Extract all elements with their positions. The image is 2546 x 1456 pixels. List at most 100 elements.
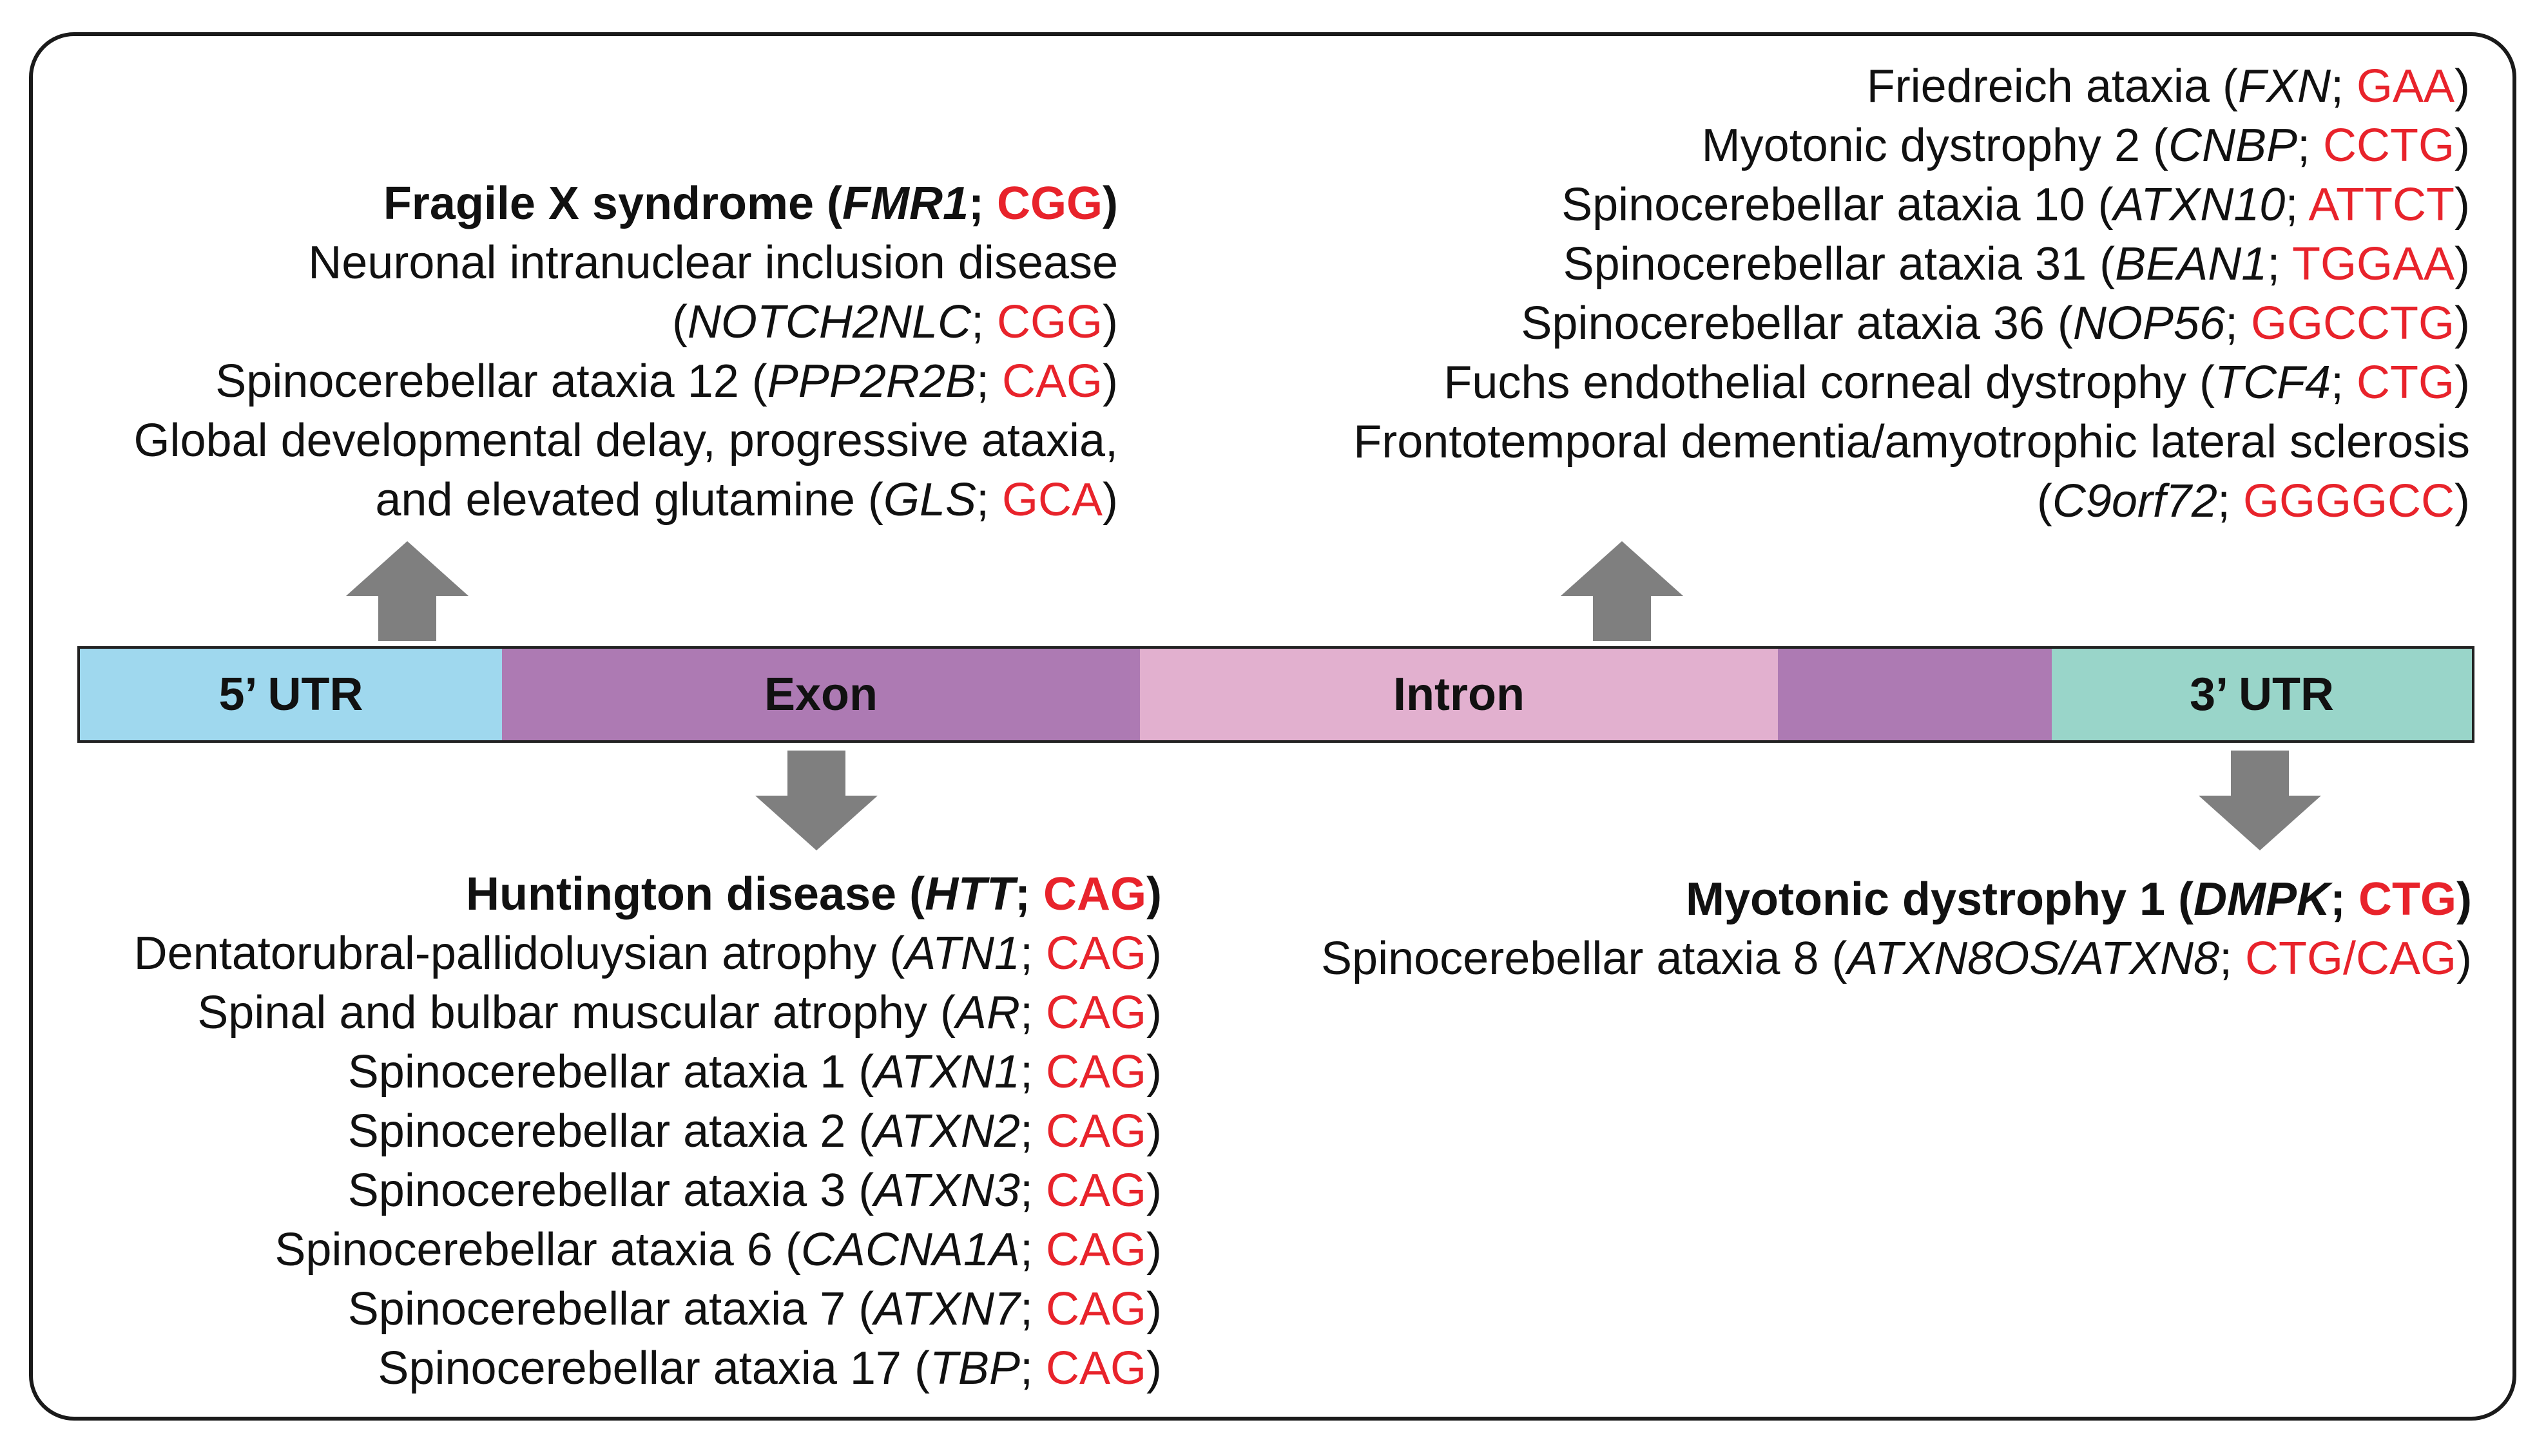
disease-text: ; [976, 474, 1002, 526]
disease-text: Frontotemporal dementia/amyotrophic late… [1353, 416, 2470, 468]
disease-text: Spinocerebellar ataxia 7 ( [347, 1283, 874, 1335]
repeat-motif: CAG [1045, 928, 1147, 979]
intron-label: Intron [1393, 669, 1525, 720]
disease-text: Spinal and bulbar muscular atrophy ( [197, 987, 956, 1039]
gene-name: GLS [883, 474, 976, 526]
disease-text: ) [1146, 928, 1162, 979]
repeat-motif: ATTCT [2308, 179, 2455, 231]
repeat-motif: CAG [1045, 1046, 1147, 1098]
repeat-motif: CCTG [2323, 120, 2455, 171]
disease-text: ; [2330, 874, 2359, 925]
disease-text: Spinocerebellar ataxia 17 ( [378, 1343, 930, 1394]
arrow-down-icon-utr3 [2199, 751, 2321, 850]
utr3-label: 3’ UTR [2189, 669, 2335, 720]
exon-segment: Exon [502, 649, 1140, 740]
disease-text: ; [1019, 1224, 1046, 1276]
utr5-disease-line: Neuronal intranuclear inclusion disease [133, 233, 1118, 292]
utr5-segment: 5’ UTR [80, 649, 502, 740]
intron-segment: Intron [1140, 649, 1778, 740]
disease-text: Myotonic dystrophy 2 ( [1701, 120, 2168, 171]
disease-text: ) [2454, 475, 2470, 527]
gene-name: FMR1 [842, 178, 969, 229]
repeat-motif: CAG [1045, 1283, 1147, 1335]
disease-text: ) [2454, 238, 2470, 290]
disease-text: ; [2297, 120, 2324, 171]
disease-text: ) [1146, 1283, 1162, 1335]
utr5-label: 5’ UTR [218, 669, 363, 720]
gene-name: ATXN2 [874, 1106, 1020, 1157]
exon-disease-line: Spinocerebellar ataxia 17 (TBP; CAG) [134, 1339, 1162, 1398]
disease-text: ; [976, 356, 1002, 407]
exon-disease-line: Spinocerebellar ataxia 7 (ATXN7; CAG) [134, 1279, 1162, 1339]
exon-disease-list: Huntington disease (HTT; CAG)Dentatorubr… [134, 865, 1162, 1398]
disease-text: ) [1103, 178, 1118, 229]
disease-text: ; [2285, 179, 2309, 231]
utr5-disease-line: and elevated glutamine (GLS; GCA) [133, 470, 1118, 530]
utr5-disease-line: Global developmental delay, progressive … [133, 411, 1118, 470]
disease-text: Spinocerebellar ataxia 2 ( [347, 1106, 874, 1157]
exon-disease-line: Dentatorubral-pallidoluysian atrophy (AT… [134, 924, 1162, 983]
utr5-disease-line: Spinocerebellar ataxia 12 (PPP2R2B; CAG) [133, 352, 1118, 411]
repeat-motif: CAG [1045, 1106, 1147, 1157]
intron-disease-line: Fuchs endothelial corneal dystrophy (TCF… [1353, 353, 2470, 412]
exon-segment-2 [1778, 649, 2052, 740]
intron-disease-line: (C9orf72; GGGGCC) [1353, 472, 2470, 531]
gene-name: ATXN8OS/ATXN8 [1847, 933, 2219, 984]
disease-text: ) [2456, 874, 2472, 925]
utr5-disease-line: Fragile X syndrome (FMR1; CGG) [133, 174, 1118, 233]
repeat-motif: CAG [1045, 1343, 1147, 1394]
disease-text: ; [1019, 1165, 1046, 1216]
utr3-segment: 3’ UTR [2052, 649, 2472, 740]
disease-text: ; [969, 178, 997, 229]
gene-name: HTT [925, 868, 1016, 920]
intron-disease-line: Myotonic dystrophy 2 (CNBP; CCTG) [1353, 116, 2470, 175]
gene-name: AR [955, 987, 1020, 1039]
disease-text: ; [2331, 357, 2357, 408]
exon-label: Exon [764, 669, 878, 720]
disease-text: Spinocerebellar ataxia 3 ( [347, 1165, 874, 1216]
intron-disease-line: Frontotemporal dementia/amyotrophic late… [1353, 412, 2470, 472]
repeat-motif: TGGAA [2291, 238, 2455, 290]
disease-text: Myotonic dystrophy 1 ( [1685, 874, 2194, 925]
disease-text: ; [1015, 868, 1044, 920]
disease-text: ; [1019, 987, 1046, 1039]
exon-disease-line: Spinocerebellar ataxia 3 (ATXN3; CAG) [134, 1161, 1162, 1220]
exon-disease-line: Spinal and bulbar muscular atrophy (AR; … [134, 983, 1162, 1042]
disease-text: Fuchs endothelial corneal dystrophy ( [1443, 357, 2215, 408]
gene-name: CACNA1A [800, 1224, 1020, 1276]
disease-text: ) [2454, 120, 2470, 171]
arrow-down-icon-exon [755, 751, 878, 850]
disease-text: Spinocerebellar ataxia 12 ( [215, 356, 767, 407]
repeat-motif: GCA [1001, 474, 1103, 526]
disease-text: Huntington disease ( [466, 868, 925, 920]
repeat-motif: CGG [997, 296, 1103, 348]
disease-text: ) [1103, 296, 1118, 348]
intron-disease-line: Spinocerebellar ataxia 10 (ATXN10; ATTCT… [1353, 175, 2470, 235]
disease-text: ; [1019, 1343, 1046, 1394]
disease-text: ) [1146, 1046, 1162, 1098]
arrow-up-icon-intron [1561, 541, 1683, 641]
gene-name: ATXN3 [874, 1165, 1020, 1216]
utr5-disease-line: (NOTCH2NLC; CGG) [133, 292, 1118, 352]
disease-text: ( [671, 296, 688, 348]
gene-name: PPP2R2B [767, 356, 976, 407]
disease-text: Global developmental delay, progressive … [133, 415, 1118, 466]
disease-text: ; [1019, 928, 1046, 979]
gene-structure-bar: 5’ UTR Exon Intron 3’ UTR [77, 646, 2474, 743]
gene-name: C9orf72 [2052, 475, 2217, 527]
gene-name: BEAN1 [2115, 238, 2268, 290]
repeat-motif: CAG [1001, 356, 1103, 407]
utr5-disease-list: Fragile X syndrome (FMR1; CGG)Neuronal i… [133, 174, 1118, 530]
repeat-motif: CTG [2357, 357, 2455, 408]
repeat-motif: CAG [1043, 868, 1147, 920]
disease-text: ( [2036, 475, 2052, 527]
gene-name: ATXN1 [874, 1046, 1020, 1098]
exon-disease-line: Spinocerebellar ataxia 2 (ATXN2; CAG) [134, 1102, 1162, 1161]
disease-text: Friedreich ataxia ( [1866, 61, 2238, 112]
gene-name: ATN1 [905, 928, 1020, 979]
disease-text: ; [1019, 1283, 1046, 1335]
repeat-motif: CGG [997, 178, 1103, 229]
intron-disease-line: Spinocerebellar ataxia 31 (BEAN1; TGGAA) [1353, 235, 2470, 294]
disease-text: ) [2454, 179, 2470, 231]
disease-text: ; [2225, 298, 2252, 349]
